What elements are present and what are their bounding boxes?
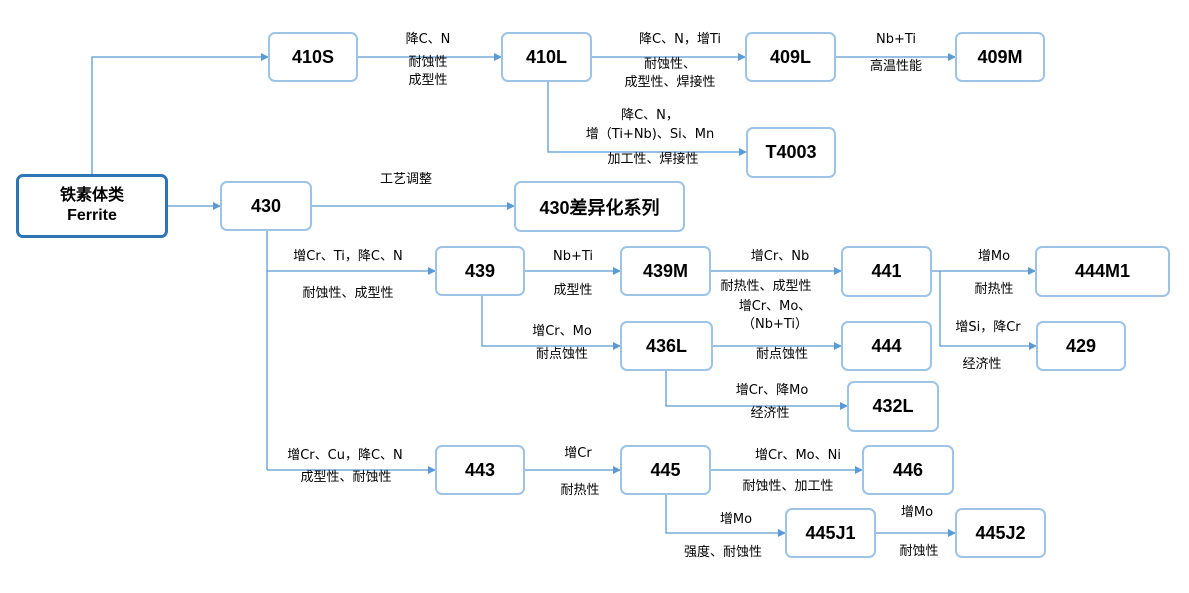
node-430-diff: 430差异化系列 [514,181,685,232]
node-436L: 436L [620,321,713,371]
label-410L-T4003-property: 加工性、焊接性 [607,152,699,167]
node-444M1: 444M1 [1035,246,1170,297]
label-443-445-change: 增Cr [564,446,592,461]
node-441: 441 [841,246,932,297]
label-409L-409M-change: Nb+Ti [875,32,917,47]
label-445-446-property: 耐蚀性、加工性 [742,479,834,494]
node-443: 443 [435,445,525,495]
edge-441-429 [939,271,1037,350]
label-436L-432L-property: 经济性 [750,406,790,421]
node-ferrite-cn: 铁素体类 [59,187,124,204]
node-445J2: 445J2 [955,508,1046,558]
node-444: 444 [841,321,932,371]
label-410S-410L-property-1: 耐蚀性 [408,55,448,70]
node-446: 446 [862,445,954,495]
label-409L-409M-property: 高温性能 [869,59,922,74]
node-445J1: 445J1 [785,508,876,558]
label-439-439M-change: Nb+Ti [552,249,594,264]
label-436L-444-change-1: 增Cr、Mo、 [738,299,812,314]
label-410L-T4003-change-1: 降C、N， [621,108,679,123]
label-410L-409L-property-2: 成型性、焊接性 [624,75,716,90]
edge-ferrite-410S [91,53,269,174]
node-430: 430 [220,181,312,231]
label-445J1-445J2-change: 增Mo [900,505,934,520]
label-436L-444-change-2: （Nb+Ti） [741,317,809,332]
label-439M-441-property: 耐热性、成型性 [720,279,812,294]
label-439-436L-property: 耐点蚀性 [535,347,588,362]
node-409M: 409M [955,32,1045,82]
node-409L: 409L [745,32,836,82]
node-429: 429 [1036,321,1126,371]
label-430-439-change: 增Cr、Ti，降C、N [293,249,403,264]
edge-436L-432L [665,371,848,410]
edge-445-445J1 [665,495,786,537]
label-410L-409L-change: 降C、N，增Ti [639,32,721,47]
label-441-429-change: 增Si，降Cr [955,320,1021,335]
label-439-439M-property: 成型性 [553,283,593,298]
node-432L: 432L [847,381,939,432]
label-445-446-change: 增Cr、Mo、Ni [755,448,841,463]
node-439: 439 [435,246,525,296]
label-436L-432L-change: 增Cr、降Mo [735,383,809,398]
node-410L: 410L [501,32,592,82]
label-445-445J1-change: 增Mo [719,512,753,527]
label-439M-441-change: 增Cr、Nb [750,249,810,264]
label-436L-444-property: 耐点蚀性 [755,347,808,362]
node-ferrite: 铁素体类 Ferrite [16,174,168,238]
label-430-443-property: 成型性、耐蚀性 [300,470,392,485]
node-445: 445 [620,445,711,495]
node-439M: 439M [620,246,711,296]
label-439-436L-change: 增Cr、Mo [532,324,592,339]
label-410L-T4003-change-2: 增（Ti+Nb)、Si、Mn [585,127,715,142]
label-410S-410L-property-2: 成型性 [408,73,448,88]
label-443-445-property: 耐热性 [560,483,600,498]
label-410L-409L-property-1: 耐蚀性、 [643,57,696,72]
node-410S: 410S [268,32,358,82]
label-430-diff-change: 工艺调整 [379,172,432,187]
edge-410L-T4003 [547,82,747,156]
node-T4003: T4003 [746,127,836,178]
node-ferrite-en: Ferrite [67,207,117,224]
label-445-445J1-property: 强度、耐蚀性 [683,545,762,560]
label-441-444M1-change: 增Mo [977,249,1011,264]
label-441-444M1-property: 耐热性 [974,282,1014,297]
label-410S-410L-change: 降C、N [405,32,451,47]
edge-439-436L [481,296,621,350]
label-430-443-change: 增Cr、Cu，降C、N [287,448,403,463]
label-441-429-property: 经济性 [962,357,1002,372]
label-430-439-property: 耐蚀性、成型性 [302,286,394,301]
label-445J1-445J2-property: 耐蚀性 [899,544,939,559]
